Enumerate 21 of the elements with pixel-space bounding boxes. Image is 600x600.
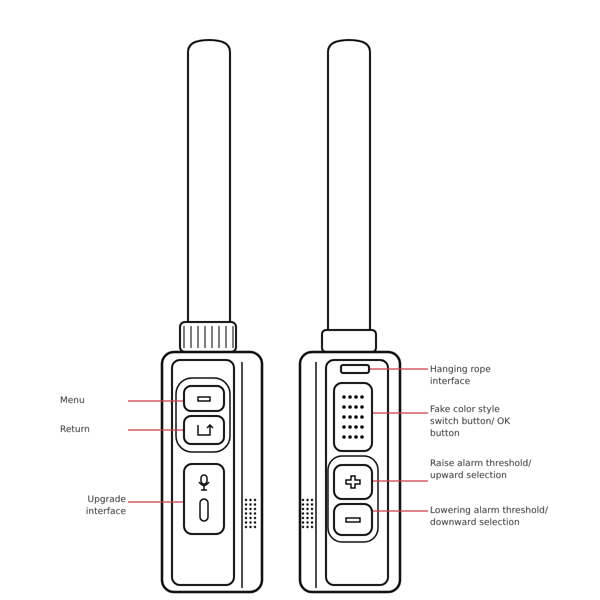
- leader-line: [128, 429, 183, 431]
- menu-button: [183, 385, 225, 412]
- part-label: Hanging rope interface: [430, 364, 530, 388]
- minus-button: [333, 503, 373, 536]
- part-label: Return: [60, 424, 90, 436]
- leader-line: [373, 412, 428, 414]
- ok-button: [333, 382, 373, 452]
- part-label: Lowering alarm threshold/ downward selection: [430, 505, 550, 529]
- part-label: Raise alarm threshold/ upward selection: [430, 458, 540, 482]
- leader-line: [370, 368, 428, 370]
- leader-line: [128, 400, 183, 402]
- leader-line: [373, 510, 428, 512]
- plus-button: [333, 464, 373, 500]
- part-label: Menu: [60, 395, 85, 407]
- port-cover: [183, 463, 225, 535]
- part-label: Upgrade interface: [60, 494, 126, 518]
- rope-slot: [340, 364, 370, 374]
- part-label: Fake color style switch button/ OK button: [430, 404, 530, 440]
- leader-line: [373, 480, 428, 482]
- leader-line: [128, 501, 183, 503]
- return-button: [183, 415, 225, 445]
